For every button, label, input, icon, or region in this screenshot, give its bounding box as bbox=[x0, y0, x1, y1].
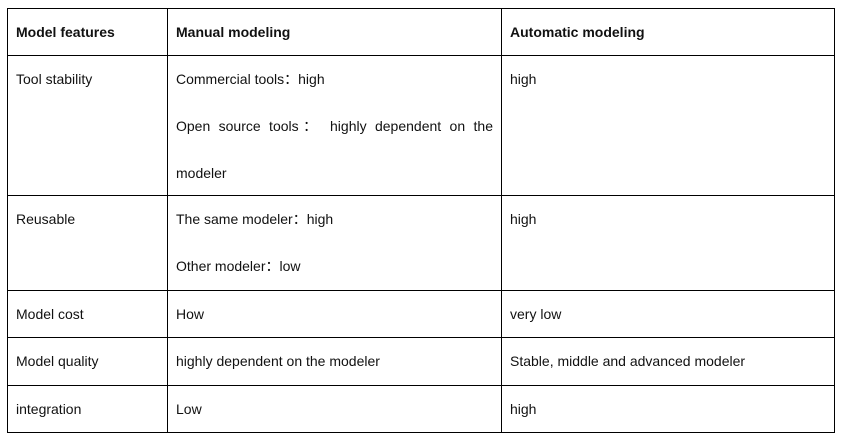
feature-cell: integration bbox=[7, 385, 168, 433]
manual-cell: Commercial tools：high Open source tools：… bbox=[167, 55, 502, 196]
manual-cell: highly dependent on the modeler bbox=[167, 337, 502, 386]
manual-line: The same modeler：high bbox=[176, 211, 334, 227]
table-row: Model cost How very low bbox=[7, 290, 835, 338]
feature-cell: Model quality bbox=[7, 337, 168, 386]
automatic-cell: very low bbox=[501, 290, 835, 338]
table-row: Reusable The same modeler：high Other mod… bbox=[7, 195, 835, 291]
manual-line: modeler bbox=[176, 165, 227, 181]
feature-cell: Tool stability bbox=[7, 55, 168, 196]
header-model-features: Model features bbox=[7, 8, 168, 56]
feature-cell: Reusable bbox=[7, 195, 168, 291]
automatic-cell: high bbox=[501, 195, 835, 291]
comparison-table: Model features Manual modeling Automatic… bbox=[7, 8, 835, 433]
automatic-cell: Stable, middle and advanced modeler bbox=[501, 337, 835, 386]
header-manual-modeling: Manual modeling bbox=[167, 8, 502, 56]
manual-line: Commercial tools：high bbox=[176, 71, 325, 87]
table-row: integration Low high bbox=[7, 385, 835, 433]
manual-cell: The same modeler：high Other modeler：low bbox=[167, 195, 502, 291]
manual-line: Open source tools： highly dependent on t… bbox=[176, 118, 493, 134]
automatic-cell: high bbox=[501, 55, 835, 196]
manual-line: Other modeler：low bbox=[176, 258, 301, 274]
manual-cell: Low bbox=[167, 385, 502, 433]
feature-cell: Model cost bbox=[7, 290, 168, 338]
automatic-cell: high bbox=[501, 385, 835, 433]
table-row: Tool stability Commercial tools：high Ope… bbox=[7, 55, 835, 196]
table-row: Model quality highly dependent on the mo… bbox=[7, 337, 835, 386]
table-header-row: Model features Manual modeling Automatic… bbox=[7, 8, 835, 56]
header-automatic-modeling: Automatic modeling bbox=[501, 8, 835, 56]
manual-cell: How bbox=[167, 290, 502, 338]
